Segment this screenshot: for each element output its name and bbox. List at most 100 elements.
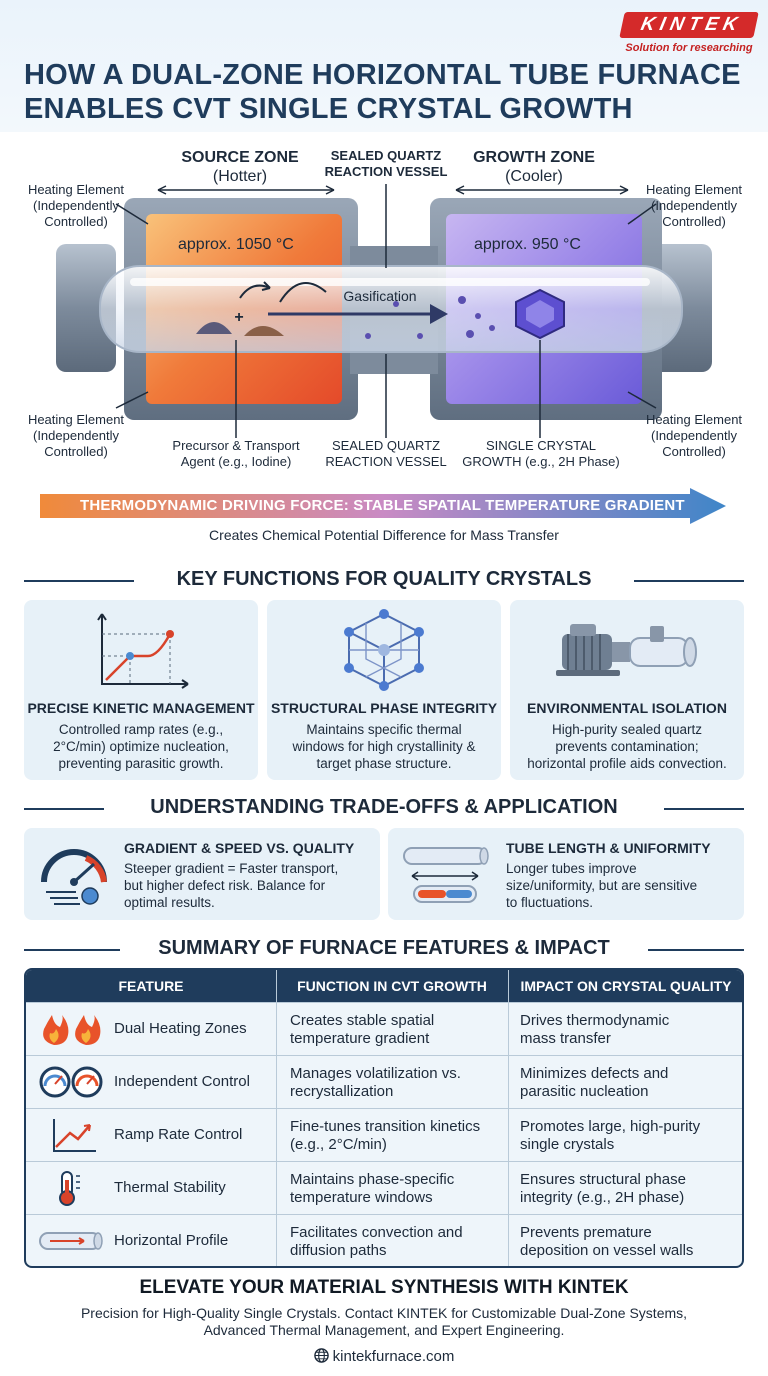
row-impact-line2: parasitic nucleation xyxy=(520,1083,649,1100)
tube-icon xyxy=(39,1232,103,1250)
row-impact-line2: single crystals xyxy=(520,1136,615,1153)
card-tube-length-line1: Longer tubes improve xyxy=(506,861,637,876)
row-function: Fine-tunes transition kinetics (e.g., 2°… xyxy=(290,1118,480,1154)
page-title: HOW A DUAL-ZONE HORIZONTAL TUBE FURNACE … xyxy=(24,58,764,126)
growth-zone-label: GROWTH ZONE xyxy=(473,149,595,166)
card-tube-length-line3: to fluctuations. xyxy=(506,895,594,910)
card-phase: STRUCTURAL PHASE INTEGRITY Maintains spe… xyxy=(267,600,501,780)
row-impact-line1: Prevents premature xyxy=(520,1224,652,1241)
gradient-sub: Creates Chemical Potential Difference fo… xyxy=(209,527,559,543)
heading-rule-right xyxy=(664,808,744,810)
vessel-top-line2: REACTION VESSEL xyxy=(324,164,448,179)
row-impact: Prevents premature deposition on vessel … xyxy=(520,1224,693,1260)
row-feature: Thermal Stability xyxy=(114,1179,226,1196)
card-tube-length-title: TUBE LENGTH & UNIFORMITY xyxy=(506,840,711,856)
row-feature: Dual Heating Zones xyxy=(114,1020,247,1037)
row-function-line1: Fine-tunes transition kinetics xyxy=(290,1118,481,1135)
he-tr-line2: (Independently xyxy=(650,198,737,213)
row-function-line2: temperature gradient xyxy=(290,1030,430,1047)
pump-pipe-icon xyxy=(556,624,697,676)
growth-zone-temp: approx. 950 °C xyxy=(474,236,581,253)
row-feature: Horizontal Profile xyxy=(114,1232,229,1249)
source-zone-label: SOURCE ZONE xyxy=(181,149,299,166)
card-tube-length-line2: size/uniformity, but are sensitive xyxy=(506,878,698,893)
card-phase-line3: target phase structure. xyxy=(316,756,452,771)
card-gradient-speed: GRADIENT & SPEED VS. QUALITY Steeper gra… xyxy=(24,828,380,920)
column-divider xyxy=(276,970,277,1266)
row-impact-line2: mass transfer xyxy=(520,1030,611,1047)
growth-zone-sub: (Cooler) xyxy=(505,168,563,185)
crystal-line2: GROWTH (e.g., 2H Phase) xyxy=(462,454,620,469)
heading-rule-left xyxy=(24,580,134,582)
card-kinetic-line1: Controlled ramp rates (e.g., xyxy=(58,722,224,737)
footer-url[interactable]: kintekfurnace.com xyxy=(332,1348,455,1365)
card-gradient-speed-title: GRADIENT & SPEED VS. QUALITY xyxy=(124,840,355,856)
precursor-label: Precursor & Transport Agent (e.g., Iodin… xyxy=(150,438,322,470)
summary-table: FEATURE FUNCTION IN CVT GROWTH IMPACT ON… xyxy=(24,968,744,1268)
row-function: Facilitates convection and diffusion pat… xyxy=(290,1224,463,1260)
row-impact: Promotes large, high-purity single cryst… xyxy=(520,1118,700,1154)
he-tl-line2: (Independently xyxy=(32,198,119,213)
plus-sign: + xyxy=(234,309,244,326)
row-function-line1: Maintains phase-specific xyxy=(290,1171,455,1188)
vessel-bottom-line1: SEALED QUARTZ xyxy=(331,438,441,453)
row-impact: Minimizes defects and parasitic nucleati… xyxy=(520,1065,668,1101)
table-row: Independent Control Manages volatilizati… xyxy=(26,1055,742,1108)
row-function: Maintains phase-specific temperature win… xyxy=(290,1171,454,1207)
column-divider xyxy=(508,970,509,1266)
card-gradient-speed-line2: but higher defect risk. Balance for xyxy=(124,878,326,893)
card-isolation-title: ENVIRONMENTAL ISOLATION xyxy=(527,700,727,716)
he-tr-line3: Controlled) xyxy=(662,214,726,229)
source-zone-sub: (Hotter) xyxy=(212,168,268,185)
row-function-line2: recrystallization xyxy=(290,1083,394,1100)
row-impact-line1: Minimizes defects and xyxy=(520,1065,669,1082)
gradient-label: THERMODYNAMIC DRIVING FORCE: STABLE SPAT… xyxy=(80,497,685,514)
logo-text: KINTEK xyxy=(619,12,759,38)
table-header: FEATURE FUNCTION IN CVT GROWTH IMPACT ON… xyxy=(26,970,742,1002)
source-zone-temp: approx. 1050 °C xyxy=(178,236,294,253)
footer-line2: Advanced Thermal Management, and Expert … xyxy=(203,1322,565,1338)
card-gradient-speed-line3: optimal results. xyxy=(124,895,215,910)
card-kinetic-line3: preventing parasitic growth. xyxy=(58,756,224,771)
vessel-label-top: SEALED QUARTZ REACTION VESSEL xyxy=(316,148,456,180)
growth-zone-title: GROWTH ZONE (Cooler) xyxy=(434,148,634,186)
row-function-line2: (e.g., 2°C/min) xyxy=(290,1136,387,1153)
footer-title: ELEVATE YOUR MATERIAL SYNTHESIS WITH KIN… xyxy=(139,1277,629,1298)
heading-rule-right xyxy=(634,580,744,582)
card-phase-title: STRUCTURAL PHASE INTEGRITY xyxy=(270,700,498,716)
logo-tagline: Solution for researching xyxy=(625,42,753,54)
kintek-logo[interactable]: KINTEK Solution for researching xyxy=(619,12,759,54)
footer-link[interactable]: kintekfurnace.com xyxy=(0,1348,768,1365)
card-isolation: ENVIRONMENTAL ISOLATION High-purity seal… xyxy=(510,600,744,780)
card-isolation-line3: horizontal profile aids convection. xyxy=(527,756,727,771)
tube-icon xyxy=(403,847,489,903)
header-impact: IMPACT ON CRYSTAL QUALITY xyxy=(520,978,732,994)
card-phase-desc: Maintains specific thermal windows for h… xyxy=(273,721,495,772)
precursor-line1: Precursor & Transport xyxy=(172,438,300,453)
he-br-line2: (Independently xyxy=(650,428,737,443)
card-gradient-speed-desc: Steeper gradient = Faster transport, but… xyxy=(124,860,338,911)
crystal-line1: SINGLE CRYSTAL xyxy=(485,438,597,453)
row-impact: Ensures structural phase integrity (e.g.… xyxy=(520,1171,686,1207)
row-function-line1: Facilitates convection and xyxy=(290,1224,463,1241)
card-kinetic: PRECISE KINETIC MANAGEMENT Controlled ra… xyxy=(24,600,258,780)
furnace-diagram: SOURCE ZONE (Hotter) GROWTH ZONE (Cooler… xyxy=(0,140,768,480)
table-row: Ramp Rate Control Fine-tunes transition … xyxy=(26,1108,742,1161)
footer-sub: Precision for High-Quality Single Crysta… xyxy=(30,1305,738,1339)
row-feature: Ramp Rate Control xyxy=(114,1126,243,1143)
row-function-line1: Manages volatilization vs. xyxy=(290,1065,461,1082)
tradeoffs-title: UNDERSTANDING TRADE-OFFS & APPLICATION xyxy=(150,796,618,818)
row-function-line2: temperature windows xyxy=(290,1189,433,1206)
he-bl-line2: (Independently xyxy=(32,428,119,443)
he-tr-line1: Heating Element xyxy=(645,182,743,197)
crystal-lattice-icon xyxy=(344,609,424,691)
flame-icon xyxy=(43,1015,101,1045)
he-br-line1: Heating Element xyxy=(645,412,743,427)
table-row: Thermal Stability Maintains phase-specif… xyxy=(26,1161,742,1214)
card-gradient-speed-line1: Steeper gradient = Faster transport, xyxy=(124,861,339,876)
header-feature: FEATURE xyxy=(118,978,184,994)
he-bl-line3: Controlled) xyxy=(44,444,108,459)
speedometer-icon xyxy=(41,849,107,905)
globe-icon xyxy=(313,1348,329,1363)
thermometer-icon xyxy=(59,1171,80,1206)
